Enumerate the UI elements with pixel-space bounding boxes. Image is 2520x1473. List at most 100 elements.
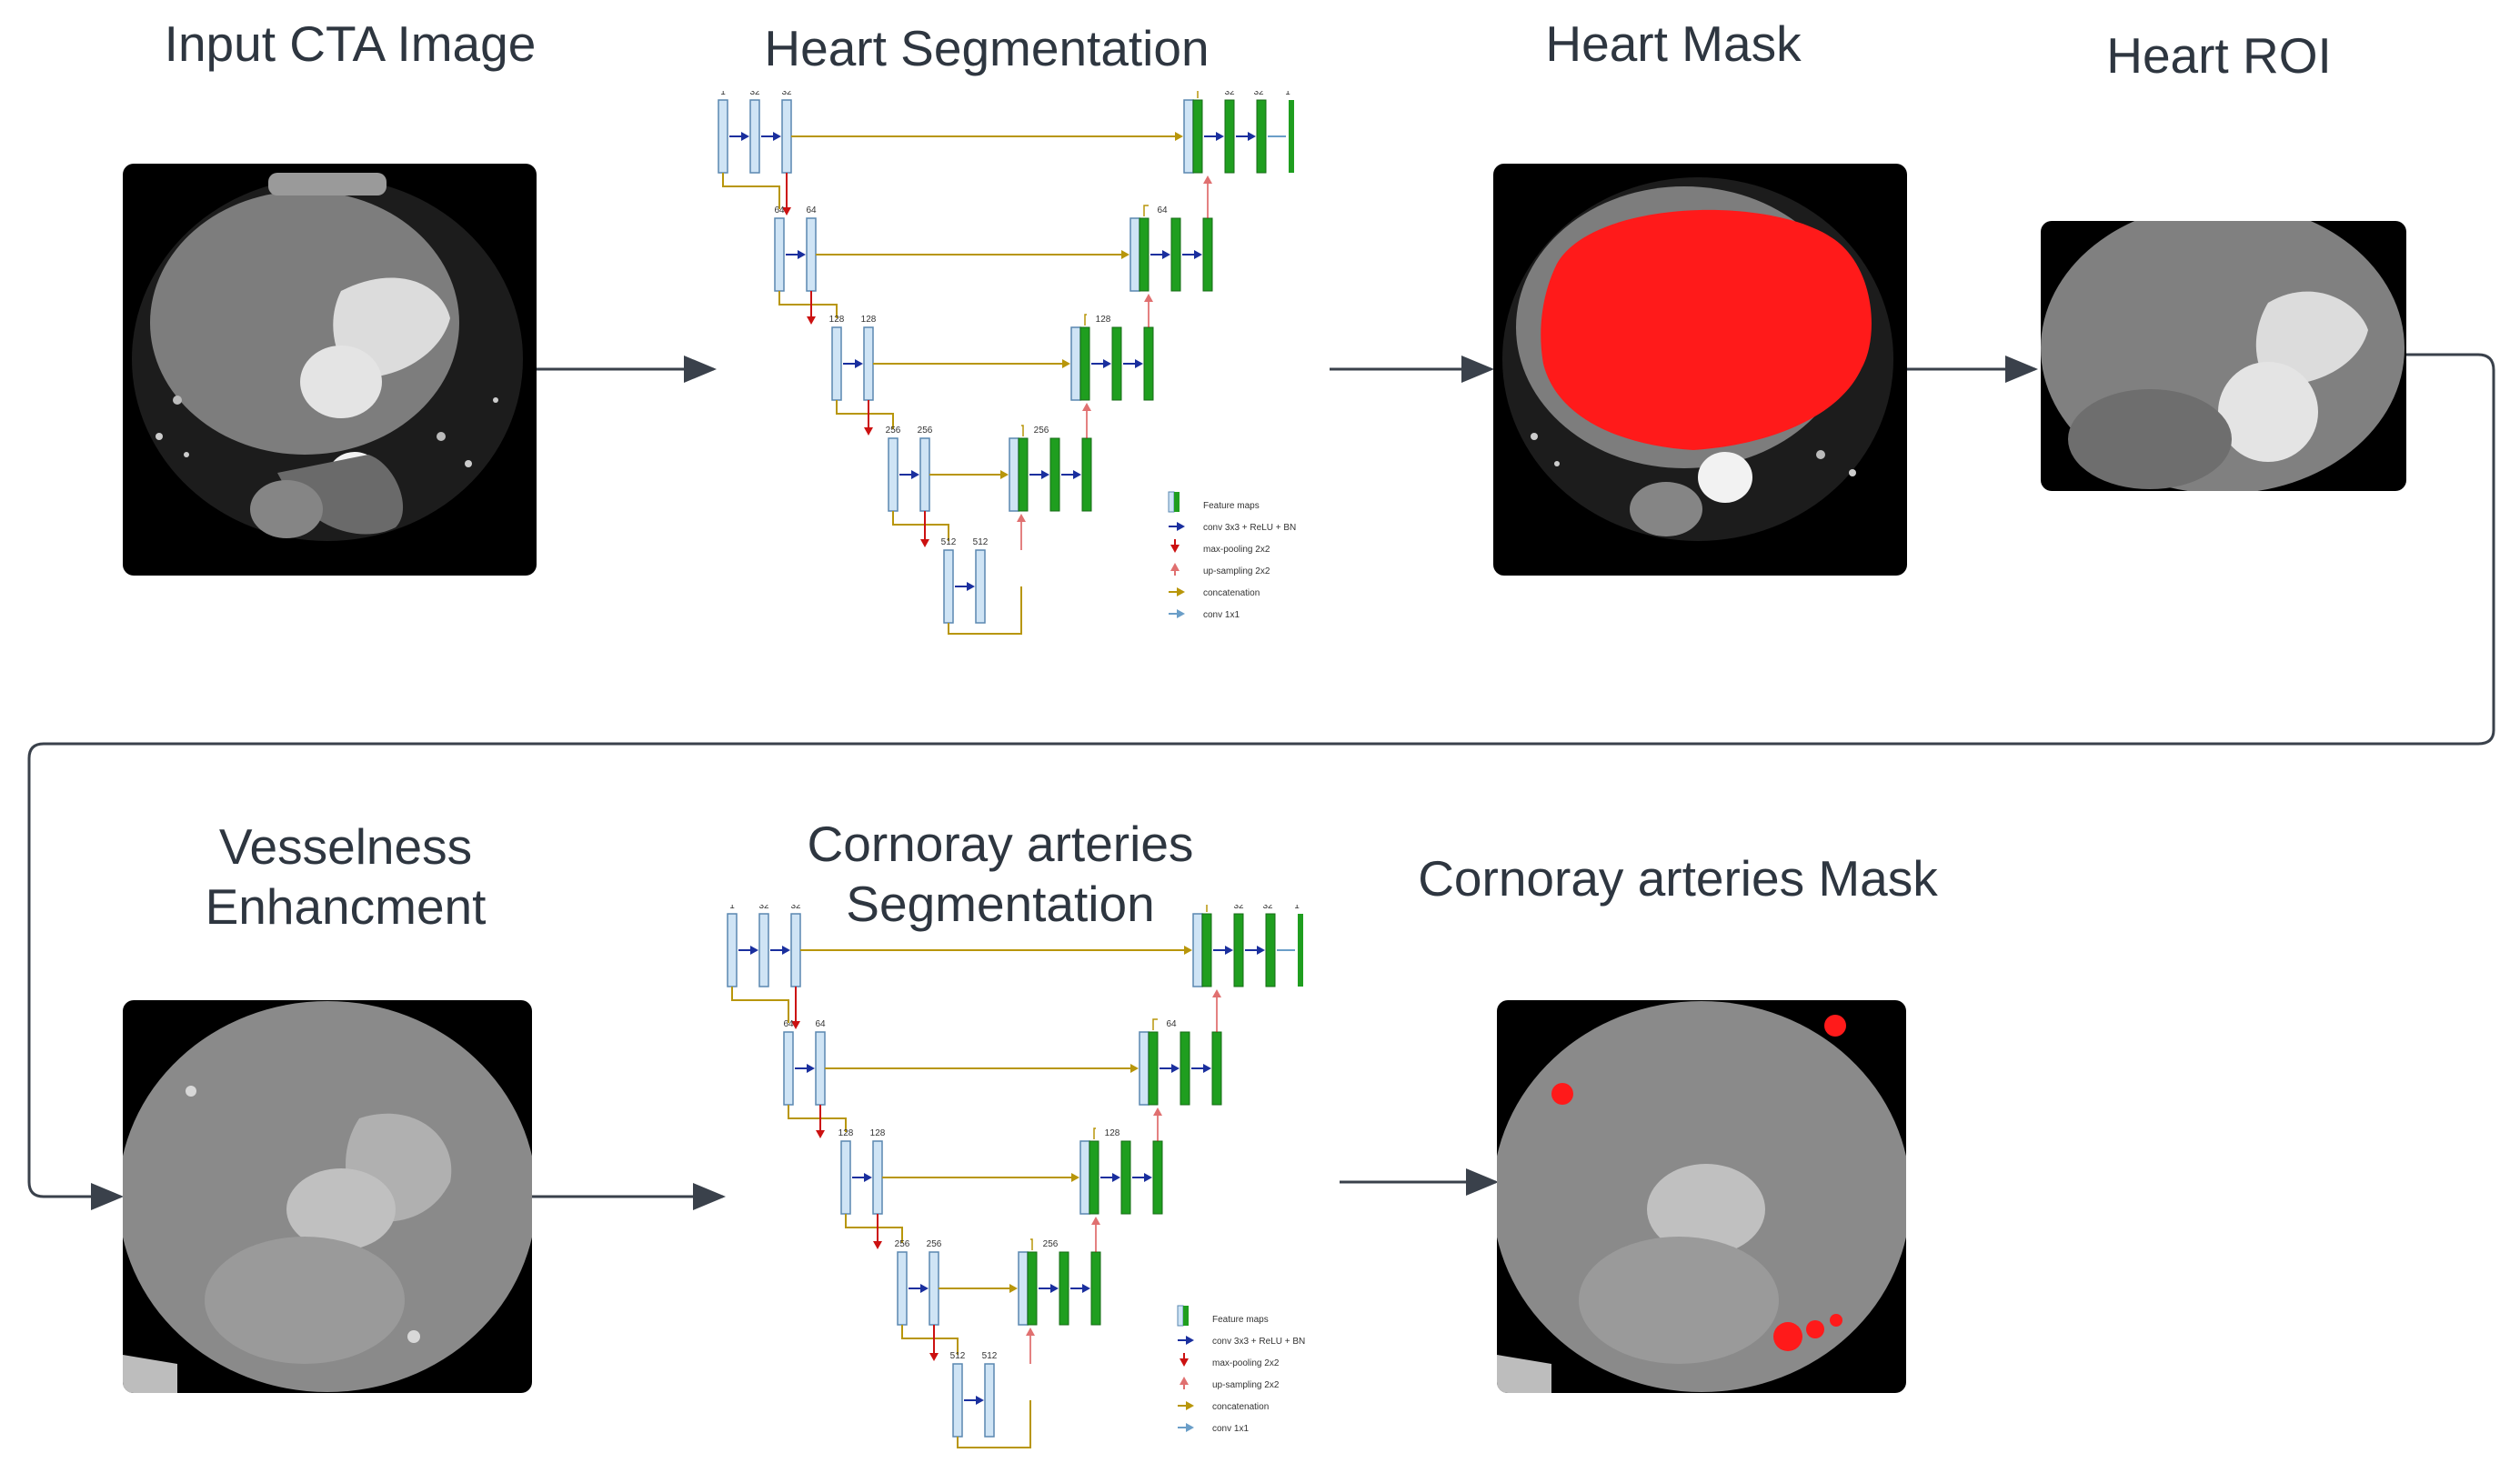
concat-encoder-part — [1183, 99, 1194, 174]
input-cta-title: Input CTA Image — [164, 15, 537, 72]
legend-label: conv 1x1 — [1203, 610, 1240, 620]
decoder-path — [1084, 314, 1087, 326]
legend-arrowhead — [1186, 1336, 1194, 1345]
encoder-block — [790, 913, 801, 987]
output-channel-label: 1 — [1294, 905, 1300, 911]
legend-arrowhead — [1180, 1377, 1189, 1385]
concat-encoder-part — [1192, 913, 1203, 987]
conv-arrowhead — [1162, 250, 1170, 259]
encoder-channel-label: 256 — [918, 426, 933, 436]
encoder-block — [774, 217, 785, 292]
vesselness-image — [123, 1000, 532, 1393]
upsample-arrowhead — [1144, 294, 1153, 302]
decoder-block — [1211, 1031, 1222, 1106]
skip-arrowhead — [1009, 1284, 1018, 1293]
encoder-block — [952, 1363, 963, 1438]
upsample-arrowhead — [1082, 403, 1091, 411]
upsample-arrowhead — [1203, 175, 1212, 184]
bottleneck-path — [948, 586, 1022, 635]
maxpool-arrowhead — [807, 316, 816, 325]
conv-arrowhead — [1203, 1064, 1211, 1073]
output-block — [1298, 914, 1303, 987]
artery-segmentation-title-line2: Segmentation — [846, 876, 1155, 932]
maxpool-arrowhead — [791, 1021, 800, 1029]
decoder-block — [1180, 1031, 1190, 1106]
decoder-block — [1152, 1140, 1163, 1215]
encoder-block — [919, 437, 930, 512]
encoder-block — [897, 1251, 908, 1326]
concat-decoder-part — [1201, 913, 1212, 987]
encoder-block — [749, 99, 760, 174]
encoder-block — [975, 549, 986, 624]
encoder-channel-label: 256 — [886, 426, 901, 436]
legend-arrowhead — [1177, 522, 1185, 531]
encoder-channel-label: 128 — [838, 1128, 854, 1138]
conv-arrowhead — [920, 1284, 929, 1293]
heart-mask-title: Heart Mask — [1545, 15, 1802, 72]
encoder-channel-label: 128 — [870, 1128, 886, 1138]
encoder-channel-label: 512 — [941, 537, 957, 547]
encoder-channel-label: 256 — [895, 1239, 910, 1249]
upsample-arrowhead — [1017, 514, 1026, 522]
pool-path — [731, 987, 789, 1023]
output-channel-label: 32 — [1262, 905, 1273, 911]
pool-path — [778, 291, 838, 318]
conv-arrowhead — [1144, 1173, 1152, 1182]
legend-feature-swatch-blue — [1168, 491, 1175, 513]
conv-arrowhead — [782, 946, 790, 955]
encoder-channel-label: 32 — [790, 905, 801, 911]
conv-arrowhead — [1050, 1284, 1059, 1293]
encoder-block — [872, 1140, 883, 1215]
output-block — [1289, 100, 1294, 173]
conv-arrowhead — [1082, 1284, 1090, 1293]
decoder-block — [1265, 913, 1276, 987]
encoder-block — [783, 1031, 794, 1106]
conv-arrowhead — [807, 1064, 815, 1073]
upsample-arrowhead — [1153, 1107, 1162, 1116]
legend-arrowhead — [1170, 545, 1180, 553]
skip-arrowhead — [1062, 359, 1070, 368]
decoder-block — [1090, 1251, 1101, 1326]
encoder-block — [806, 217, 817, 292]
concat-encoder-part — [1018, 1251, 1029, 1326]
encoder-channel-label: 64 — [815, 1019, 826, 1029]
conv-arrowhead — [1103, 359, 1111, 368]
arrow-roi-to-vesselness — [27, 353, 2495, 1210]
legend-label: conv 3x3 + ReLU + BN — [1203, 523, 1296, 533]
conv-arrowhead — [1171, 1064, 1180, 1073]
decoder-path — [1021, 425, 1024, 436]
decoder-block — [1256, 99, 1267, 174]
maxpool-arrowhead — [864, 427, 873, 436]
concat-decoder-part — [1079, 326, 1090, 401]
decoder-channel-label: 64 — [1166, 1019, 1177, 1029]
output-channel-label: 32 — [1253, 91, 1264, 97]
encoder-block — [840, 1140, 851, 1215]
legend-arrowhead — [1180, 1358, 1189, 1367]
encoder-channel-label: 512 — [982, 1351, 998, 1361]
decoder-path — [1206, 905, 1208, 912]
conv-arrowhead — [1257, 946, 1265, 955]
encoder-block — [888, 437, 899, 512]
legend-label: Feature maps — [1212, 1315, 1269, 1325]
legend-label: conv 3x3 + ReLU + BN — [1212, 1337, 1305, 1347]
heart-segmentation-title: Heart Segmentation — [764, 20, 1210, 76]
concat-decoder-part — [1148, 1031, 1159, 1106]
encoder-block — [943, 549, 954, 624]
conv-arrowhead — [864, 1173, 872, 1182]
maxpool-arrowhead — [920, 539, 929, 547]
decoder-block — [1049, 437, 1060, 512]
decoder-channel-label: 64 — [1157, 205, 1168, 215]
decoder-path — [1143, 205, 1149, 216]
heart-roi-image — [2041, 221, 2406, 491]
concat-decoder-part — [1139, 217, 1150, 292]
conv-arrowhead — [967, 582, 975, 591]
encoder-block — [781, 99, 792, 174]
concat-encoder-part — [1139, 1031, 1150, 1106]
encoder-channel-label: 64 — [783, 1019, 794, 1029]
decoder-block — [1202, 217, 1213, 292]
concat-decoder-part — [1089, 1140, 1099, 1215]
decoder-block — [1081, 437, 1092, 512]
